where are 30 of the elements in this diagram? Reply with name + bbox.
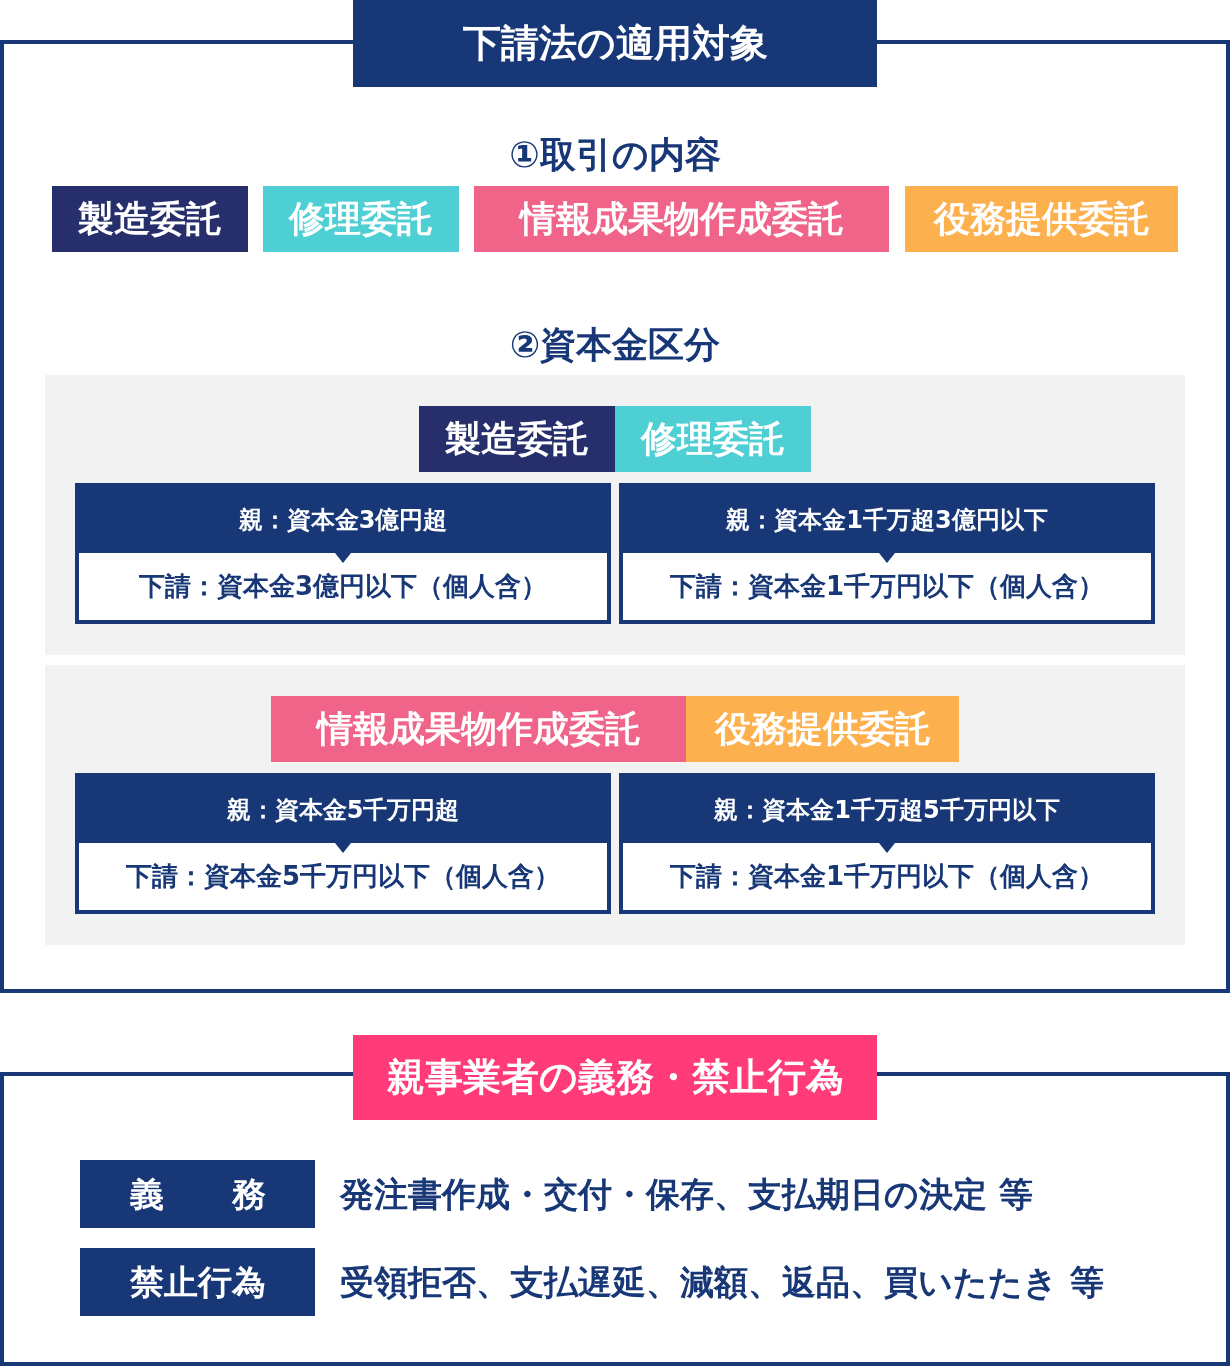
category-tag: 修理委託 [263,186,459,252]
category-tag: 禁止行為 [80,1248,315,1316]
category-tag: 製造委託 [419,406,615,472]
description-text: 受領拒否、支払遅延、減額、返品、買いたたき 等 [340,1260,1104,1304]
section-subheading: ①取引の内容 [508,133,722,177]
subcontractor-condition: 下請：資本金1千万円以下（個人含） [623,553,1151,620]
section-subheading: ②資本金区分 [508,323,722,367]
parent-condition: 親：資本金1千万超3億円以下 [725,505,1049,536]
capital-card [619,773,1155,914]
category-tag: 情報成果物作成委託 [271,696,686,762]
panel-background [45,665,1185,945]
category-tag: 修理委託 [615,406,811,472]
capital-card [619,483,1155,624]
subcontractor-condition: 下請：資本金3億円以下（個人含） [79,553,607,620]
capital-card [75,773,611,914]
panel-background [45,375,1185,655]
parent-condition: 親：資本金3億円超 [237,505,449,536]
category-tag: 製造委託 [52,186,248,252]
description-text: 発注書作成・交付・保存、支払期日の決定 等 [340,1172,1033,1216]
parent-condition: 親：資本金5千万円超 [225,795,461,826]
category-tag: 情報成果物作成委託 [474,186,889,252]
capital-card [75,483,611,624]
subcontractor-condition: 下請：資本金5千万円以下（個人含） [79,843,607,910]
category-tag: 義 務 [80,1160,315,1228]
subcontractor-condition: 下請：資本金1千万円以下（個人含） [623,843,1151,910]
section-heading: 下請法の適用対象 [353,0,877,87]
category-tag: 役務提供委託 [686,696,959,762]
parent-condition: 親：資本金1千万超5千万円以下 [713,795,1061,826]
section-heading: 親事業者の義務・禁止行為 [353,1035,877,1120]
category-tag: 役務提供委託 [905,186,1178,252]
